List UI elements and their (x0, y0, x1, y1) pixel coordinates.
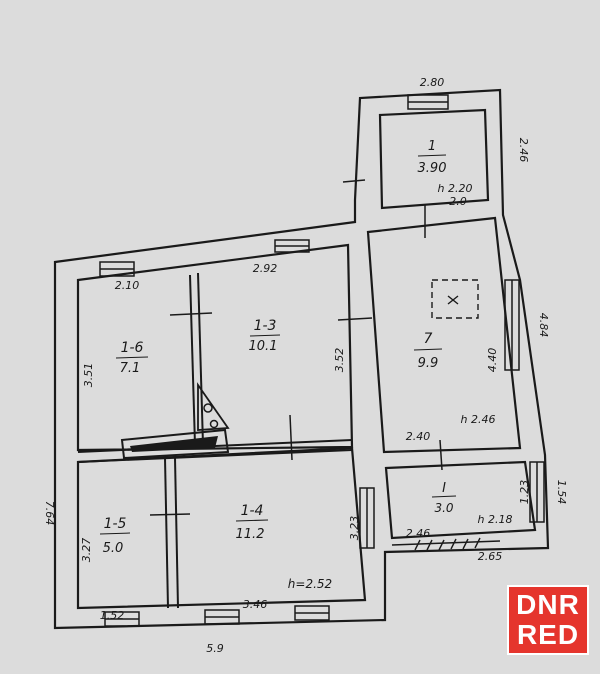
room-1-3-number: 1-3 (254, 318, 277, 334)
room-1-height: h 2.20 (438, 182, 473, 195)
inner-wall-room-I (384, 460, 537, 540)
room-1-number: 1 (428, 139, 436, 154)
dim-5-9: 5.9 (206, 642, 224, 655)
dimension-labels: 2.80 2.46 2.0 2.92 2.10 3.51 3.52 4.40 4… (43, 76, 568, 655)
dim-1-52: 1.52 (100, 609, 125, 622)
walls (53, 88, 550, 630)
doors (149, 179, 443, 516)
partition-1-5-1-4b (174, 457, 179, 609)
room-7-height: h 2.46 (461, 413, 496, 426)
room-1-4-height: h=2.52 (288, 577, 332, 591)
room-1-3-area: 10.1 (249, 339, 278, 354)
room-1-5-number: 1-5 (104, 516, 127, 532)
room-1-4-area: 11.2 (236, 527, 265, 542)
dim-2-92: 2.92 (253, 262, 278, 275)
room-1-5-area: 5.0 (103, 541, 124, 556)
room-1-4-number: 1-4 (241, 503, 264, 519)
dim-2-10: 2.10 (115, 279, 140, 292)
dim-3-46: 3.46 (243, 598, 268, 611)
room-labels: 1 3.90 h 2.20 1-6 7.1 1-3 10.1 7 9.9 h 2… (99, 139, 513, 591)
dim-2-46b: 2.46 (406, 527, 431, 540)
dim-2-40: 2.40 (406, 430, 431, 443)
inner-wall-bottom-left (76, 446, 367, 610)
room-I-number: I (442, 481, 446, 496)
dim-3-52: 3.52 (333, 348, 346, 373)
room-1-6-area: 7.1 (120, 361, 141, 376)
watermark-logo: DNR RED (507, 585, 589, 655)
outer-wall-outline (53, 88, 550, 630)
dim-1-54: 1.54 (555, 480, 568, 505)
dim-4-40: 4.40 (486, 348, 499, 373)
windows (99, 94, 545, 627)
watermark-line-2: RED (516, 619, 580, 650)
dim-7-64: 7.64 (43, 501, 56, 526)
inner-wall-room-7 (366, 216, 522, 454)
room-7-number: 7 (424, 331, 433, 347)
ceiling-hatch (431, 279, 479, 319)
room-I-height: h 2.18 (478, 513, 513, 526)
partition-1-5-1-4 (164, 457, 169, 609)
dim-2-65: 2.65 (478, 550, 503, 563)
room-I-area: 3.0 (434, 501, 453, 515)
dim-1-23: 1.23 (518, 480, 531, 505)
steps-hatch (391, 537, 501, 551)
watermark-line-1: DNR (516, 589, 580, 620)
room-7-area: 9.9 (418, 356, 439, 371)
dim-2-80: 2.80 (420, 76, 445, 89)
dim-3-51: 3.51 (82, 363, 95, 388)
partition-horizontal-b (77, 449, 353, 463)
stove (120, 382, 230, 460)
inner-wall-room-1 (378, 108, 490, 210)
dim-2-0: 2.0 (449, 195, 467, 208)
partition-1-6-1-3 (189, 274, 196, 446)
dim-3-27: 3.27 (80, 538, 93, 563)
room-1-area: 3.90 (418, 161, 447, 176)
dim-3-23: 3.23 (348, 516, 361, 541)
dim-4-84: 4.84 (537, 313, 550, 338)
room-1-6-number: 1-6 (121, 340, 144, 356)
dim-2-46: 2.46 (517, 138, 530, 163)
partition-1-6-1-3b (197, 272, 204, 446)
